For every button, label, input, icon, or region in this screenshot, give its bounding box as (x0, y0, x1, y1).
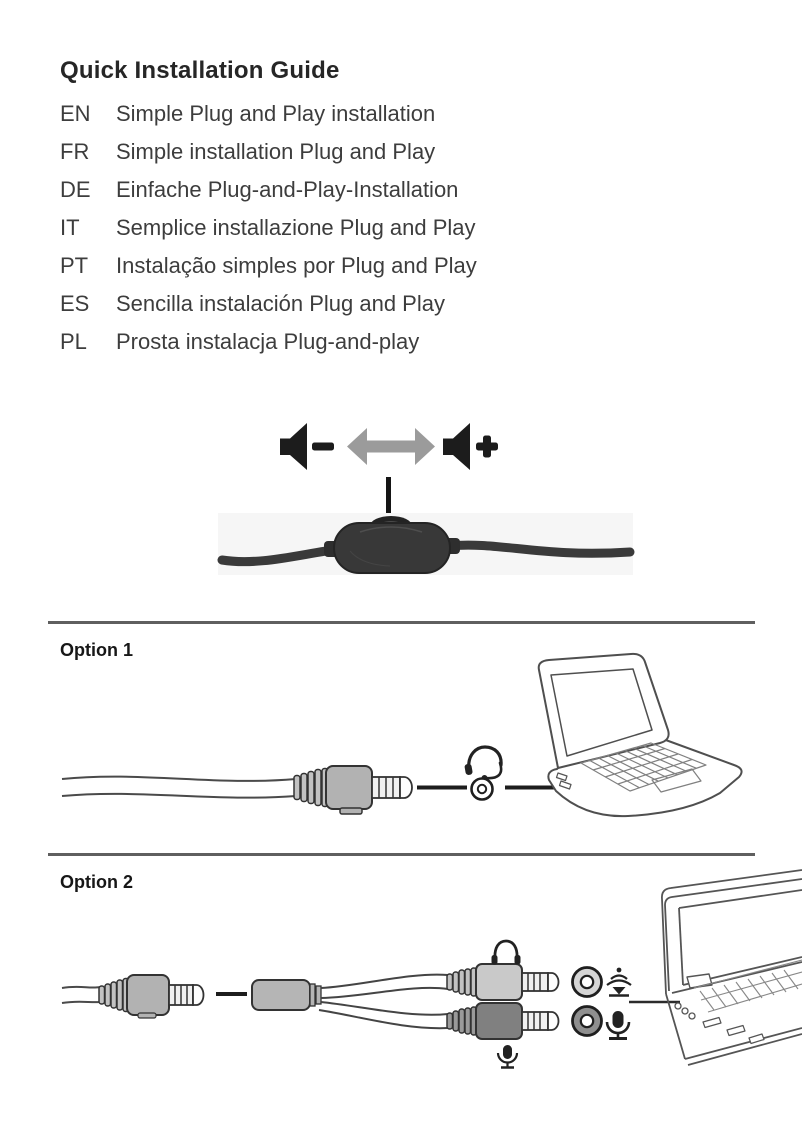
language-code: EN (60, 101, 91, 126)
option-2-illustration (0, 860, 802, 1134)
language-text: Simple installation Plug and Play (116, 139, 436, 164)
language-row: IT Semplice installazione Plug and Play (60, 209, 477, 247)
inline-volume-wheel-photo (217, 513, 635, 575)
microphone-icon (605, 1011, 631, 1040)
language-text: Sencilla instalación Plug and Play (116, 291, 445, 316)
splitter-socket-icon (251, 979, 322, 1011)
option-2-label: Option 2 (60, 872, 133, 892)
language-code: FR (60, 139, 90, 164)
pointer-line (386, 477, 391, 514)
speaker-minus-icon (280, 423, 334, 470)
mic-port-icon (571, 1005, 603, 1037)
audio-port-icon (470, 777, 494, 801)
language-row: ES Sencilla instalación Plug and Play (60, 285, 477, 323)
language-row: EN Simple Plug and Play installation (60, 95, 477, 133)
option-1-label: Option 1 (60, 640, 133, 660)
language-code: IT (60, 215, 80, 240)
headphones-icon (491, 939, 521, 965)
language-code: PL (60, 329, 87, 354)
language-row: PT Instalação simples por Plug and Play (60, 247, 477, 285)
volume-control-illustration (200, 415, 650, 580)
language-row: DE Einfache Plug-and-Play-Installation (60, 171, 477, 209)
language-text: Simple Plug and Play installation (116, 101, 436, 126)
audio-jack-plug-icon (293, 765, 413, 815)
language-row: FR Simple installation Plug and Play (60, 133, 477, 171)
microphone-icon (496, 1045, 519, 1069)
language-row: PL Prosta instalacja Plug-and-play (60, 323, 477, 361)
left-right-arrow-icon (347, 428, 435, 465)
language-list: EN Simple Plug and Play installation FR … (60, 95, 477, 361)
page-title: Quick Installation Guide (60, 57, 340, 84)
cable (318, 973, 449, 1030)
language-code: DE (60, 177, 91, 202)
language-text: Instalação simples por Plug and Play (116, 253, 477, 278)
line-out-port-icon (571, 966, 603, 998)
laptop-icon (537, 652, 743, 818)
language-code: ES (60, 291, 90, 316)
headset-icon (464, 745, 503, 781)
section-divider (48, 853, 755, 856)
speaker-plus-icon (443, 423, 498, 470)
language-text: Semplice installazione Plug and Play (116, 215, 476, 240)
mic-jack-plug-icon (446, 1002, 560, 1040)
option-1-illustration (0, 650, 802, 855)
audio-jack-plug-icon (98, 974, 205, 1019)
minus-icon (312, 442, 334, 451)
language-code: PT (60, 253, 89, 278)
language-text: Prosta instalacja Plug-and-play (116, 329, 420, 354)
language-text: Einfache Plug-and-Play-Installation (116, 177, 459, 202)
line-out-icon (606, 967, 632, 997)
section-divider (48, 621, 755, 624)
cable (61, 775, 297, 799)
laptop-side-icon (661, 869, 802, 1066)
headphone-jack-plug-icon (446, 963, 560, 1001)
cable (61, 985, 101, 1004)
